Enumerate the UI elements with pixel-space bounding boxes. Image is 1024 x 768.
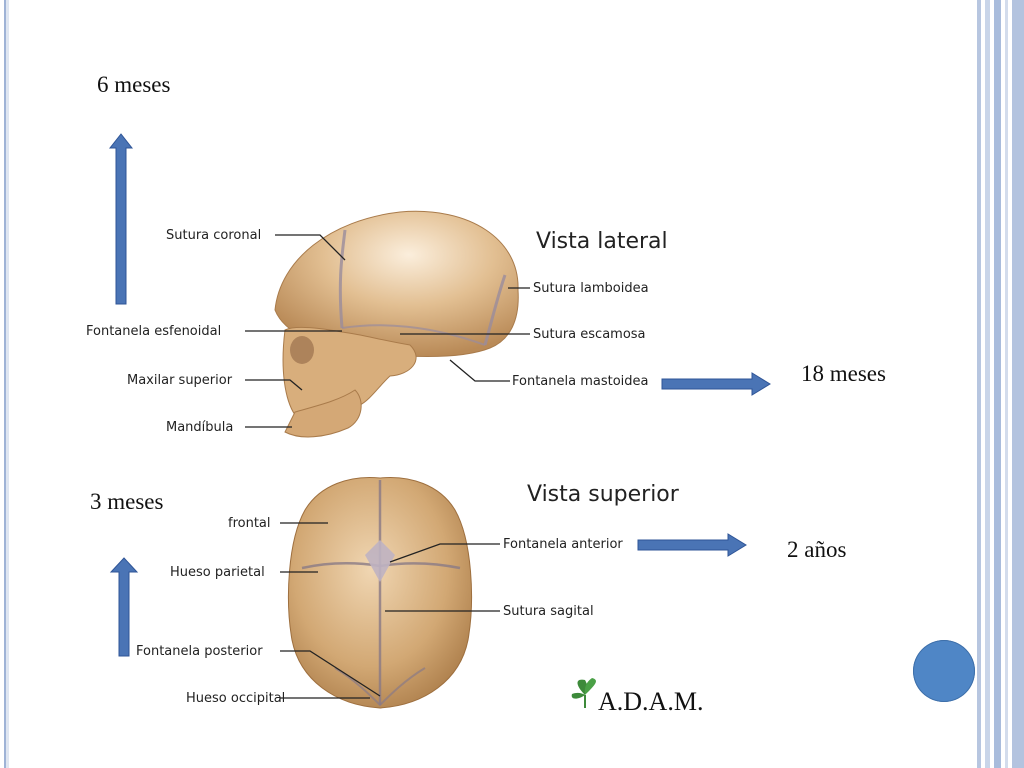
right-border-decoration bbox=[977, 0, 1024, 768]
left-border-decoration bbox=[4, 0, 9, 768]
leaf-icon bbox=[571, 678, 596, 708]
age-label-18-meses: 18 meses bbox=[801, 361, 886, 386]
slide-circle-decoration bbox=[913, 640, 975, 702]
skull-diagram: Sutura coronal Fontanela esfenoidal Maxi… bbox=[86, 210, 703, 716]
label-sutura-lamboidea: Sutura lamboidea bbox=[533, 281, 649, 296]
label-fontanela-anterior: Fontanela anterior bbox=[503, 537, 623, 552]
title-vista-lateral: Vista lateral bbox=[536, 229, 668, 254]
label-hueso-occipital: Hueso occipital bbox=[186, 691, 285, 706]
label-fontanela-posterior: Fontanela posterior bbox=[136, 644, 263, 659]
age-label-3-meses: 3 meses bbox=[90, 489, 164, 514]
age-label-6-meses: 6 meses bbox=[97, 72, 171, 97]
arrow-up-6-meses bbox=[108, 133, 134, 305]
superior-skull-illustration bbox=[287, 476, 473, 709]
label-maxilar-superior: Maxilar superior bbox=[127, 373, 233, 388]
arrow-up-3-meses bbox=[109, 557, 139, 657]
arrow-right-18-meses bbox=[661, 372, 771, 396]
label-frontal: frontal bbox=[228, 516, 271, 531]
arrow-right-2-anos bbox=[637, 533, 747, 557]
lateral-skull-illustration bbox=[274, 210, 519, 438]
label-hueso-parietal: Hueso parietal bbox=[170, 565, 265, 580]
label-sutura-coronal: Sutura coronal bbox=[166, 228, 261, 243]
adam-logo: A.D.A.M. bbox=[571, 678, 703, 716]
title-vista-superior: Vista superior bbox=[527, 482, 680, 507]
label-fontanela-esfenoidal: Fontanela esfenoidal bbox=[86, 324, 221, 339]
adam-logo-text: A.D.A.M. bbox=[598, 687, 703, 716]
age-label-2-anos: 2 años bbox=[787, 537, 847, 562]
label-sutura-sagital: Sutura sagital bbox=[503, 604, 594, 619]
label-sutura-escamosa: Sutura escamosa bbox=[533, 327, 646, 342]
label-mandibula: Mandíbula bbox=[166, 420, 233, 435]
label-fontanela-mastoidea: Fontanela mastoidea bbox=[512, 374, 649, 389]
